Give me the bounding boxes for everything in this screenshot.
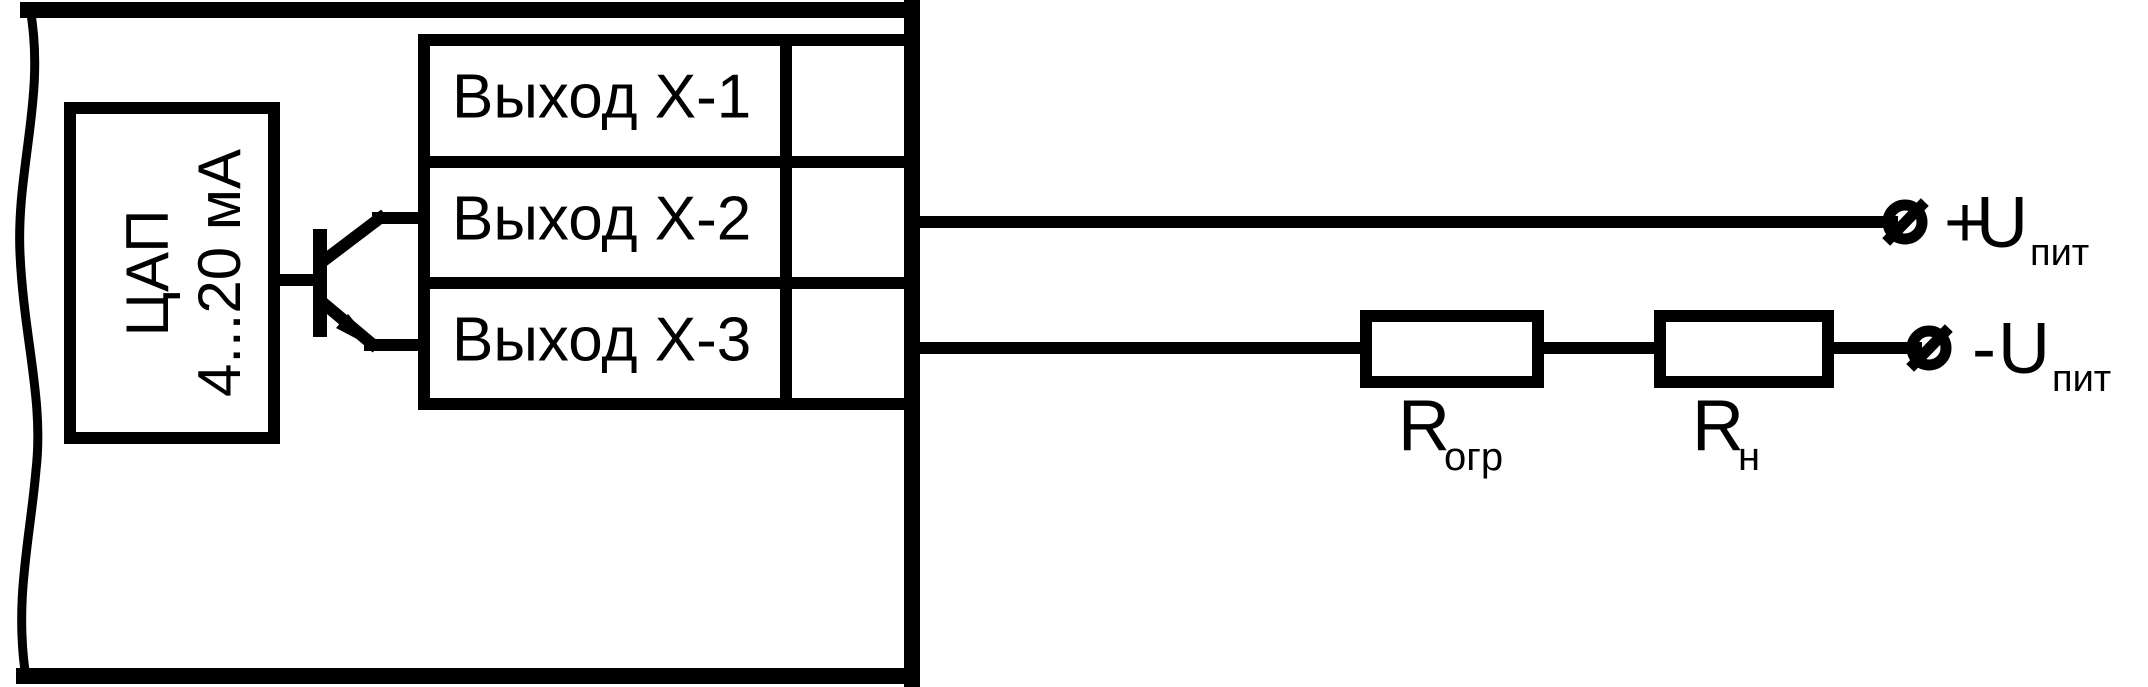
terminal-row-label-2: Выход X-2 [452, 184, 751, 253]
positive-supply-label-main: U [1976, 183, 2028, 263]
load-resistor-label-sub: н [1738, 435, 1760, 479]
terminal-row-label-1: Выход X-1 [452, 62, 751, 131]
negative-supply-terminal: - U пит [1906, 309, 2111, 400]
enclosure-break-line [15, 2, 43, 684]
positive-terminal-circle-icon [1882, 199, 1928, 245]
negative-supply-label-sub: пит [2052, 358, 2111, 400]
negative-supply-label-main: U [1998, 309, 2050, 389]
positive-terminal-slash-icon [1882, 198, 1929, 246]
limiting-resistor-label-sub: огр [1444, 435, 1503, 479]
load-resistor-body [1654, 310, 1834, 388]
output-terminal-block: Выход X-1 Выход X-2 Выход X-3 [418, 34, 918, 410]
negative-supply-sign: - [1972, 309, 1996, 389]
positive-supply-label-sub: пит [2030, 232, 2089, 274]
positive-supply-sign: + [1944, 183, 1986, 263]
terminal-row-label-3: Выход X-3 [452, 305, 751, 374]
limiting-resistor-body [1360, 310, 1544, 388]
dac-block-label-group: ЦАП 4...20 мА [114, 149, 253, 397]
dac-block: ЦАП 4...20 мА [64, 102, 280, 444]
limiting-resistor-label-main: R [1398, 386, 1450, 466]
external-wiring [906, 216, 1922, 354]
load-resistor: R н [1654, 310, 1834, 479]
negative-terminal-slash-icon [1906, 324, 1953, 372]
positive-supply-terminal: + U пит [1882, 183, 2089, 274]
dac-label-line1: ЦАП [114, 210, 181, 337]
dac-label-line2: 4...20 мА [186, 149, 253, 397]
transistor-collector-lead [313, 209, 389, 271]
negative-terminal-circle-icon [1906, 325, 1952, 371]
npn-transistor [268, 209, 430, 353]
limiting-resistor: R огр [1360, 310, 1544, 479]
load-resistor-label-main: R [1692, 386, 1744, 466]
dac-block-outline [64, 102, 280, 444]
